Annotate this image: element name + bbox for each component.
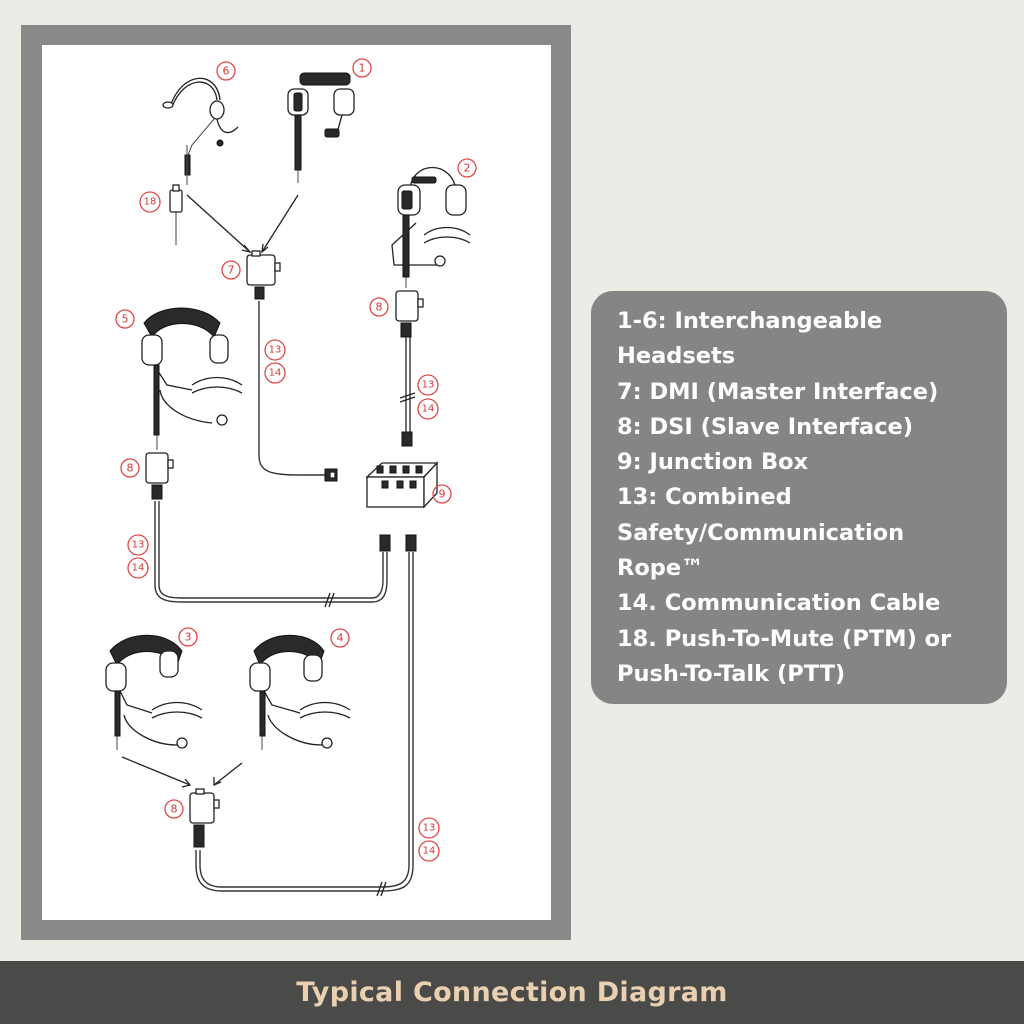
legend-line: 8: DSI (Slave Interface) <box>617 413 914 440</box>
svg-text:3: 3 <box>185 631 192 644</box>
callout-2: 2 <box>457 158 477 178</box>
callout-8-bottom: 8 <box>164 799 184 819</box>
svg-text:14: 14 <box>423 846 436 857</box>
callout-8-left: 8 <box>120 458 140 478</box>
legend-line: 13: Combined <box>617 484 792 511</box>
footer-title: Typical Connection Diagram <box>296 977 728 1008</box>
callout-14-bottom: 14 <box>418 840 440 862</box>
callout-6: 6 <box>216 61 236 81</box>
dsi-unit-bottom-illustration <box>189 788 220 848</box>
svg-text:9: 9 <box>439 488 446 501</box>
dsi-unit-left-illustration <box>145 452 391 608</box>
callout-13-bottom: 13 <box>418 817 440 839</box>
svg-text:8: 8 <box>376 301 383 314</box>
callout-8-right: 8 <box>369 297 389 317</box>
headset-6-illustration <box>162 77 239 185</box>
dsi-unit-right-illustration <box>395 290 424 447</box>
legend-panel: 1-6: Interchangeable Headsets 7: DMI (Ma… <box>591 291 1007 704</box>
headset-5-illustration <box>141 307 243 450</box>
headset-1-illustration <box>287 72 355 183</box>
headset-3-illustration <box>105 634 203 750</box>
legend-line: 7: DMI (Master Interface) <box>617 378 939 405</box>
legend-line: 1-6: Interchangeable <box>617 308 883 334</box>
callout-14-right: 14 <box>417 398 439 420</box>
callout-13-left: 13 <box>127 534 149 556</box>
svg-text:7: 7 <box>228 264 235 277</box>
footer-bar: Typical Connection Diagram <box>0 961 1024 1024</box>
legend-line: Safety/Communication <box>617 519 905 546</box>
callout-3: 3 <box>178 627 198 647</box>
ptt-switch-illustration <box>169 184 183 245</box>
svg-text:8: 8 <box>127 462 134 475</box>
svg-text:13: 13 <box>423 823 436 834</box>
diagram-drawing: 6 1 18 2 7 8 5 13 <box>105 58 477 897</box>
callout-13-center: 13 <box>264 339 286 361</box>
legend-line: Push-To-Talk (PTT) <box>617 660 846 687</box>
svg-text:13: 13 <box>132 540 145 551</box>
headset-4-illustration <box>249 634 351 750</box>
callout-13-right: 13 <box>417 374 439 396</box>
callout-4: 4 <box>330 628 350 648</box>
legend-line: 9: Junction Box <box>617 449 809 476</box>
svg-text:14: 14 <box>132 563 145 574</box>
svg-text:14: 14 <box>422 404 435 415</box>
legend-line: 14. Communication Cable <box>617 590 941 617</box>
callout-9: 9 <box>432 484 452 504</box>
svg-text:2: 2 <box>464 162 471 175</box>
svg-text:6: 6 <box>223 65 230 78</box>
legend-line: 18. Push-To-Mute (PTM) or <box>617 625 952 652</box>
callout-14-left: 14 <box>127 557 149 579</box>
svg-text:13: 13 <box>269 345 282 356</box>
headset-2-illustration <box>391 167 471 288</box>
callout-1: 1 <box>352 58 372 78</box>
rope-cable-illustration <box>195 534 417 897</box>
legend-line: Headsets <box>617 343 736 370</box>
svg-text:14: 14 <box>269 368 282 379</box>
junction-box-illustration <box>365 461 439 509</box>
legend-line: Rope™ <box>617 555 704 582</box>
svg-text:4: 4 <box>337 632 344 645</box>
svg-text:13: 13 <box>422 380 435 391</box>
callout-14-center: 14 <box>264 362 286 384</box>
callout-18: 18 <box>139 191 161 213</box>
svg-text:5: 5 <box>122 313 129 326</box>
svg-text:1: 1 <box>359 62 366 75</box>
svg-text:18: 18 <box>144 197 157 208</box>
connection-diagram: 6 1 18 2 7 8 5 13 <box>42 45 551 920</box>
callout-5: 5 <box>115 309 135 329</box>
callout-7: 7 <box>221 260 241 280</box>
svg-text:8: 8 <box>171 803 178 816</box>
dmi-unit-illustration <box>246 250 338 482</box>
